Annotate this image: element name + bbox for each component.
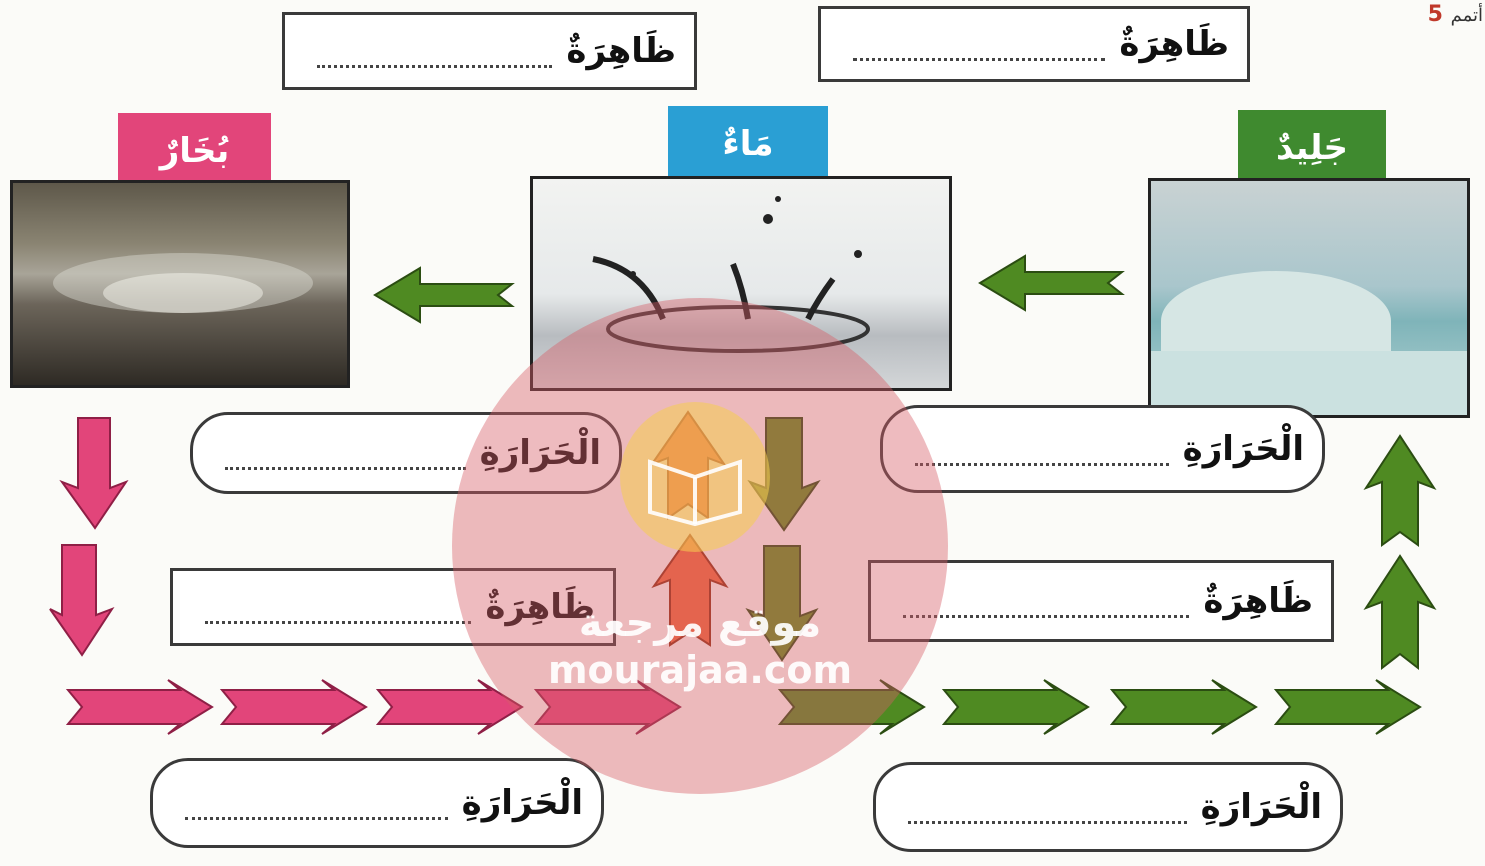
answer-blank[interactable] <box>908 805 1187 824</box>
phenomenon-label: ظَاهِرَةٌ <box>485 587 595 627</box>
book-icon <box>620 402 770 552</box>
answer-blank[interactable] <box>853 42 1106 61</box>
heat-label: الْحَرَارَةِ <box>479 433 601 473</box>
arrows-pink-down <box>49 417 129 657</box>
state-tag-liquid: مَاءٌ <box>668 106 828 182</box>
arrows-green-down <box>745 417 821 662</box>
state-tag-solid: جَلِيدٌ <box>1238 110 1386 186</box>
watermark-latin: mourajaa.com <box>547 648 853 692</box>
phenomenon-label: ظَاهِرَةٌ <box>1119 24 1229 64</box>
heat-box-upper-right: الْحَرَارَةِ <box>880 405 1325 493</box>
water-splash-photo <box>530 176 952 391</box>
watermark-arabic: موقع مرجعة <box>578 600 822 646</box>
arrows-green-up <box>1363 434 1437 671</box>
heat-label: الْحَرَارَةِ <box>461 783 583 823</box>
exercise-number: 5 أتمم <box>1427 2 1483 27</box>
answer-blank[interactable] <box>185 801 448 820</box>
arrows-pink-right <box>65 679 682 735</box>
state-tag-gas: بُخَارٌ <box>118 113 271 188</box>
answer-blank[interactable] <box>903 599 1190 618</box>
heat-box-lower-left: الْحَرَارَةِ <box>150 758 604 848</box>
heat-box-lower-right: الْحَرَارَةِ <box>873 762 1343 852</box>
phenomenon-box-middle-left: ظَاهِرَةٌ <box>170 568 616 646</box>
ice-photo <box>1148 178 1470 418</box>
answer-blank[interactable] <box>225 451 466 470</box>
heat-label: الْحَرَارَةِ <box>1182 429 1304 469</box>
phenomenon-label: ظَاهِرَةٌ <box>566 31 676 71</box>
answer-blank[interactable] <box>205 605 472 624</box>
answer-blank[interactable] <box>915 447 1169 466</box>
steam-photo <box>10 180 350 388</box>
phenomenon-box-top-left: ظَاهِرَةٌ <box>282 12 697 90</box>
answer-blank[interactable] <box>317 49 553 68</box>
phenomenon-label: ظَاهِرَةٌ <box>1203 581 1313 621</box>
arrows-green-right <box>777 679 1422 735</box>
phenomenon-box-top-right: ظَاهِرَةٌ <box>818 6 1250 82</box>
arrow-ice-to-water <box>978 254 1125 312</box>
phenomenon-box-middle-right: ظَاهِرَةٌ <box>868 560 1334 642</box>
heat-label: الْحَرَارَةِ <box>1200 787 1322 827</box>
heat-box-upper-left: الْحَرَارَةِ <box>190 412 622 494</box>
arrow-water-to-steam <box>373 266 515 324</box>
